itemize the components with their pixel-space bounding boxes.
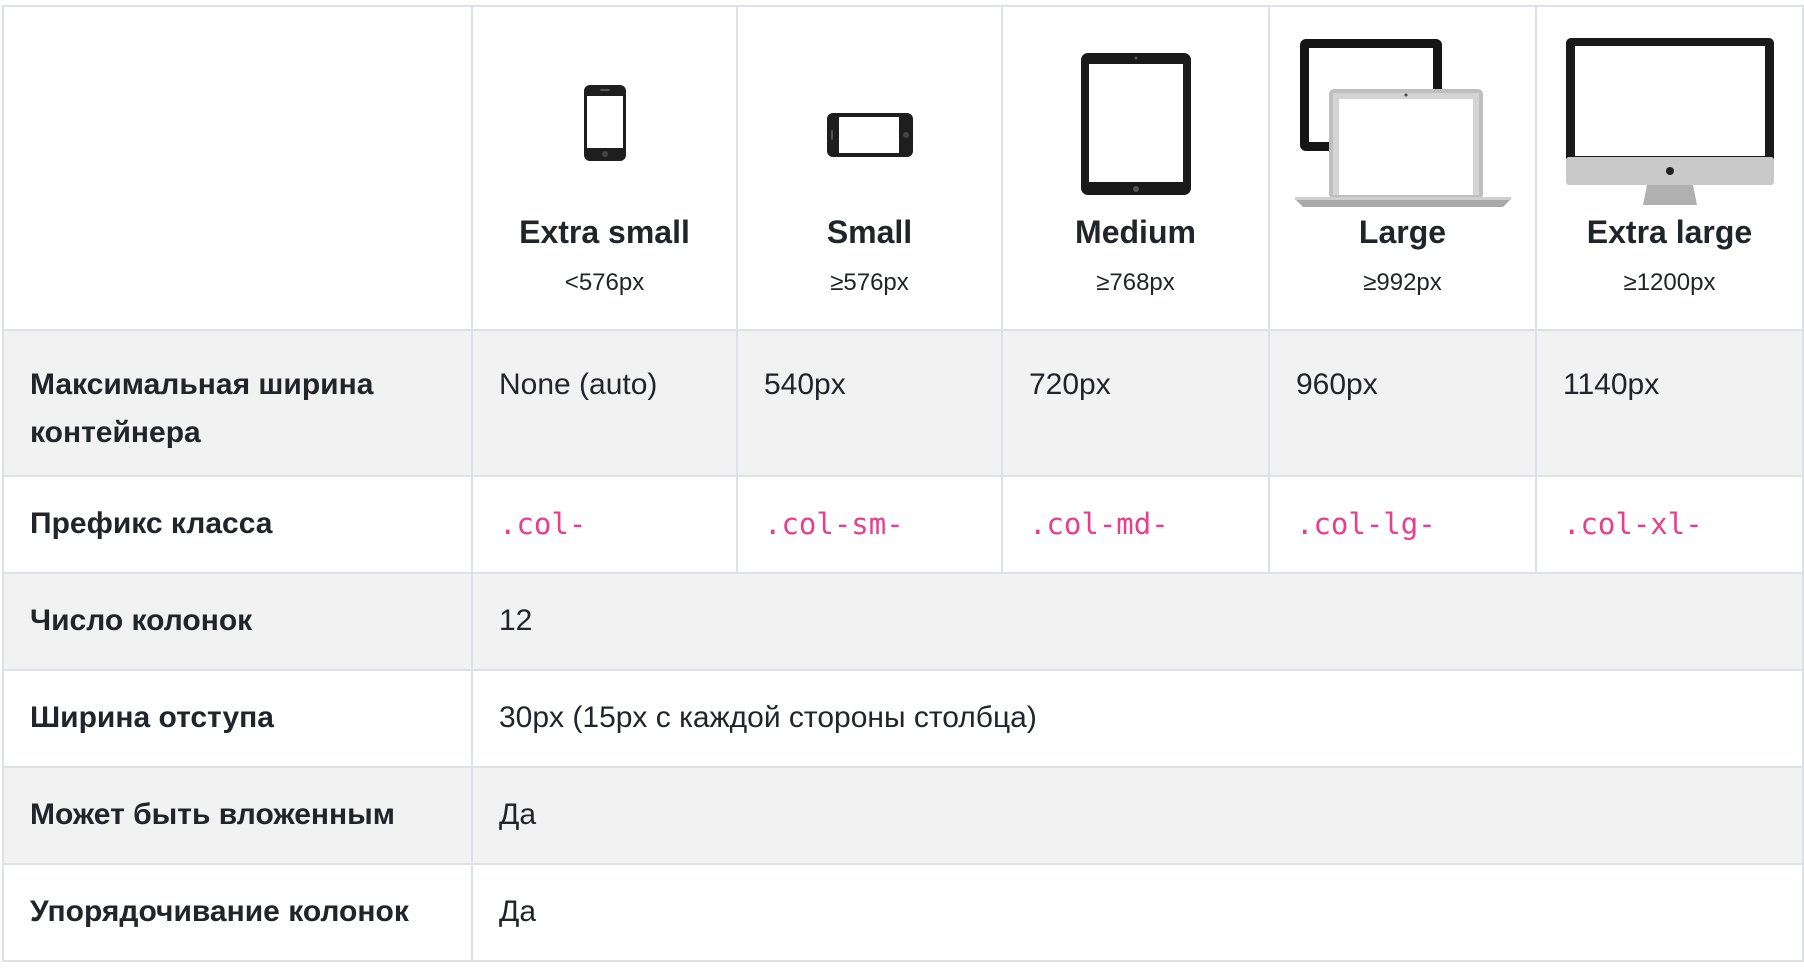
row-label: Максимальная ширина контейнера bbox=[30, 368, 374, 449]
cell-value: 12 bbox=[499, 604, 533, 637]
class-prefix-code: .col- bbox=[499, 507, 587, 541]
header-small: Small ≥576px bbox=[736, 5, 1003, 331]
device-name: Small bbox=[826, 214, 913, 250]
cell-value: 1140px bbox=[1563, 368, 1660, 401]
header-empty-cell bbox=[2, 5, 473, 331]
cell-value: 960px bbox=[1296, 368, 1378, 401]
row-label: Упорядочивание колонок bbox=[30, 895, 409, 928]
header-extra-small: Extra small <576px bbox=[471, 5, 738, 331]
header-medium: Medium ≥768px bbox=[1001, 5, 1270, 331]
cell-value: Да bbox=[499, 798, 537, 831]
row-label: Ширина отступа bbox=[30, 701, 274, 734]
grid-options-table: Extra small <576px Small ≥576px bbox=[2, 5, 1804, 962]
row-header: Максимальная ширина контейнера bbox=[2, 329, 473, 477]
device-breakpoint: <576px bbox=[564, 269, 645, 296]
cell-value: None (auto) bbox=[499, 368, 658, 401]
row-label: Префикс класса bbox=[30, 507, 273, 540]
phone-portrait-icon bbox=[583, 85, 626, 161]
class-prefix-code: .col-xl- bbox=[1563, 507, 1703, 541]
table-cell: .col-md- bbox=[1001, 475, 1270, 574]
table-row: Максимальная ширина контейнера None (aut… bbox=[2, 329, 1804, 477]
laptop-tablet-icon bbox=[1294, 39, 1511, 207]
device-breakpoint: ≥1200px bbox=[1623, 269, 1716, 296]
table-row: Число колонок 12 bbox=[2, 572, 1804, 671]
row-label: Число колонок bbox=[30, 604, 253, 637]
device-breakpoint: ≥992px bbox=[1363, 269, 1442, 296]
device-name: Extra large bbox=[1586, 214, 1753, 250]
header-large: Large ≥992px bbox=[1268, 5, 1537, 331]
table-cell: 1140px bbox=[1535, 329, 1804, 477]
row-header: Префикс класса bbox=[2, 475, 473, 574]
table-cell: 540px bbox=[736, 329, 1003, 477]
table-row: Упорядочивание колонок Да bbox=[2, 863, 1804, 962]
table-cell: .col-lg- bbox=[1268, 475, 1537, 574]
row-header: Число колонок bbox=[2, 572, 473, 671]
row-header: Упорядочивание колонок bbox=[2, 863, 473, 962]
table-row: Префикс класса .col- .col-sm- .col-md- .… bbox=[2, 475, 1804, 574]
table-cell: .col- bbox=[471, 475, 738, 574]
row-header: Может быть вложенным bbox=[2, 766, 473, 865]
table-cell: .col-sm- bbox=[736, 475, 1003, 574]
cell-value: 30px (15px с каждой стороны столбца) bbox=[499, 701, 1037, 734]
device-name: Large bbox=[1358, 214, 1447, 250]
header-extra-large: Extra large ≥1200px bbox=[1535, 5, 1804, 331]
table-cell: .col-xl- bbox=[1535, 475, 1804, 574]
class-prefix-code: .col-sm- bbox=[764, 507, 904, 541]
table-row: Ширина отступа 30px (15px с каждой сторо… bbox=[2, 669, 1804, 768]
device-breakpoint: ≥576px bbox=[830, 269, 909, 296]
device-breakpoint: ≥768px bbox=[1096, 269, 1175, 296]
table-row: Может быть вложенным Да bbox=[2, 766, 1804, 865]
phone-landscape-icon bbox=[826, 113, 913, 157]
table-header-row: Extra small <576px Small ≥576px bbox=[2, 5, 1804, 331]
table-cell: 720px bbox=[1001, 329, 1270, 477]
tablet-icon bbox=[1080, 53, 1191, 195]
cell-value: 720px bbox=[1029, 368, 1111, 401]
table-cell: 960px bbox=[1268, 329, 1537, 477]
desktop-monitor-icon bbox=[1565, 38, 1774, 205]
table-cell: Да bbox=[471, 863, 1804, 962]
class-prefix-code: .col-md- bbox=[1029, 507, 1169, 541]
table-cell: Да bbox=[471, 766, 1804, 865]
class-prefix-code: .col-lg- bbox=[1296, 507, 1436, 541]
table-cell: 30px (15px с каждой стороны столбца) bbox=[471, 669, 1804, 768]
table-cell: None (auto) bbox=[471, 329, 738, 477]
device-name: Extra small bbox=[519, 214, 690, 250]
row-header: Ширина отступа bbox=[2, 669, 473, 768]
cell-value: 540px bbox=[764, 368, 846, 401]
row-label: Может быть вложенным bbox=[30, 798, 395, 831]
table-cell: 12 bbox=[471, 572, 1804, 671]
cell-value: Да bbox=[499, 895, 537, 928]
device-name: Medium bbox=[1075, 214, 1196, 250]
